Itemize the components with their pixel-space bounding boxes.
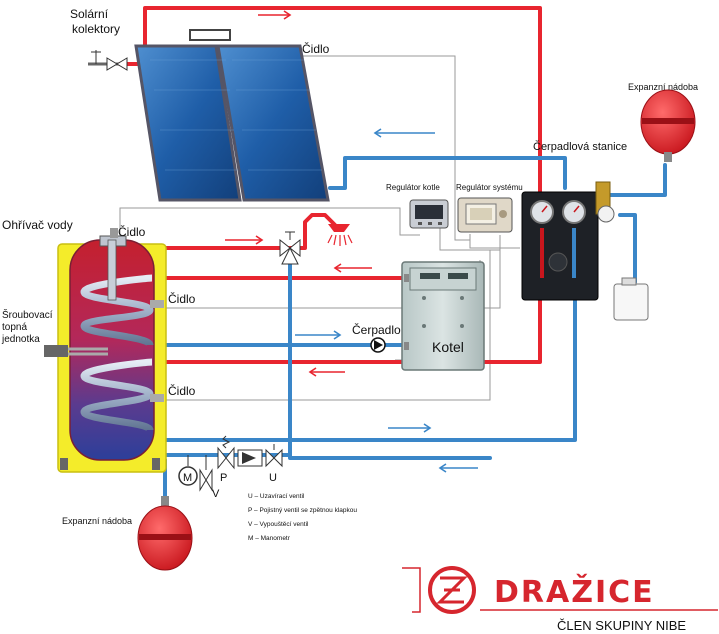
heating-unit-label: Šroubovací — [2, 308, 53, 321]
expansion-vessel-top — [640, 89, 696, 162]
shutoff-valve-icon — [265, 444, 283, 468]
collector-panel — [216, 44, 330, 202]
pump-station — [521, 191, 599, 301]
pump-station-label: Čerpadlová stanice — [533, 140, 627, 153]
pump-label: Čerpadlo — [352, 322, 401, 337]
collector-panel — [134, 44, 242, 202]
system-regulator-label: Regulátor systému — [456, 183, 523, 192]
drain-valve-label: V — [212, 488, 220, 500]
mixing-valve-icon — [279, 231, 301, 265]
expansion-vessel-top-label: Expanzní nádoba — [628, 82, 698, 92]
valve-legend: U – Uzavírací ventil P – Pojistný ventil… — [248, 493, 357, 542]
safety-valve-label: P — [220, 472, 227, 484]
collector-sensor-label: Čidlo — [302, 41, 330, 56]
solar-collectors-label: Solární — [70, 7, 109, 21]
system-regulator — [457, 197, 513, 233]
boiler — [401, 261, 485, 371]
circulation-pump-icon — [370, 337, 386, 353]
heating-unit-label-3: jednotka — [1, 334, 40, 345]
heating-unit-label-2: topná — [2, 322, 27, 333]
legend-item: V – Vypouštěcí ventil — [248, 521, 309, 528]
screw-in-heating-unit-icon — [44, 345, 108, 357]
legend-item: P – Pojistný ventil se zpětnou klapkou — [248, 507, 357, 514]
expansion-vessel-bottom-label: Expanzní nádoba — [62, 516, 132, 526]
logo-monogram-icon — [436, 576, 468, 604]
lower-heat-exchanger-coil — [80, 358, 154, 434]
solar-collectors-label-2: kolektory — [72, 22, 120, 36]
brand-name: DRAŽICE — [494, 574, 655, 610]
brand-tagline: ČLEN SKUPINY NIBE — [557, 618, 686, 633]
solar-collectors — [88, 29, 330, 202]
manometer-icon — [178, 455, 198, 486]
mid-sensor-label: Čidlo — [168, 291, 196, 306]
drazice-logo — [402, 566, 718, 614]
water-heater-label: Ohřívač vody — [2, 218, 73, 232]
air-vent-valve-icon — [91, 50, 128, 71]
expansion-vessel-bottom — [137, 496, 193, 571]
legend-item: U – Uzavírací ventil — [248, 493, 305, 500]
safety-valve-icon — [217, 435, 235, 470]
shutoff-valve-label: U — [269, 472, 277, 484]
boiler-label: Kotel — [432, 339, 464, 355]
boiler-regulator-label: Regulátor kotle — [386, 183, 440, 192]
low-sensor-label: Čidlo — [168, 383, 196, 398]
top-sensor-label: Čidlo — [118, 224, 146, 239]
shower-head-icon — [327, 224, 353, 246]
legend-item: M – Manometr — [248, 535, 291, 542]
pump-station-gauge-icon — [595, 181, 615, 223]
cold-water-pipes — [163, 156, 667, 512]
upper-heat-exchanger-coil — [80, 274, 154, 348]
drain-valve-icon — [199, 455, 213, 492]
check-valve-icon — [237, 449, 263, 467]
glycol-canister-icon — [613, 277, 649, 321]
flow-arrows — [225, 10, 478, 473]
manometer-label: M — [183, 472, 192, 484]
water-heater-tank — [44, 228, 167, 473]
boiler-regulator — [409, 199, 449, 229]
